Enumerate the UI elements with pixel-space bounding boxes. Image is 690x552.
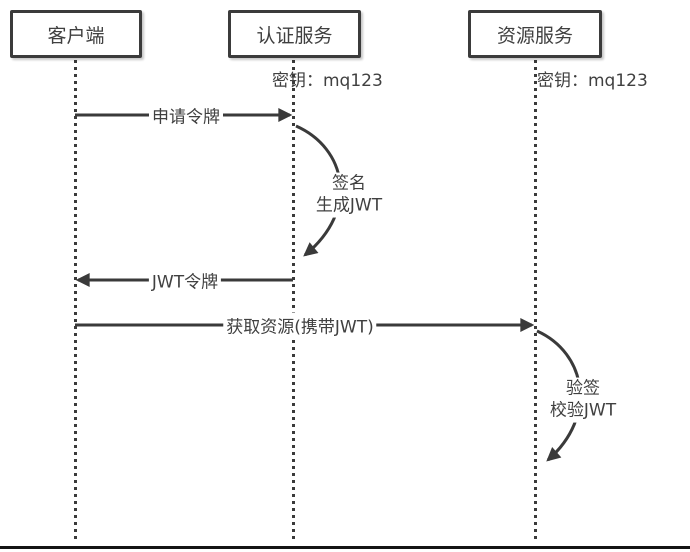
actor-box-auth-service: 认证服务: [228, 10, 361, 58]
message-label-jwt-token: JWT令牌: [148, 267, 222, 293]
self-action-label-verify-check-jwt: 验签 校验JWT: [547, 377, 619, 423]
lifeline-resource-service: [534, 60, 537, 542]
message-label-get-resource: 获取资源(携带JWT): [223, 312, 377, 338]
self-action-verify-line2: 校验JWT: [549, 401, 617, 421]
actor-box-client: 客户端: [10, 10, 142, 58]
lifeline-auth-service: [292, 60, 295, 542]
self-action-sign-line2: 生成JWT: [315, 196, 383, 216]
secret-key-label-resource-service: 密钥：mq123: [537, 71, 648, 91]
bottom-divider: [0, 546, 690, 549]
message-label-request-token: 申请令牌: [149, 102, 223, 128]
lifeline-client: [74, 60, 77, 542]
self-action-verify-line1: 验签: [566, 378, 600, 399]
actor-label-auth-service: 认证服务: [256, 24, 333, 47]
self-action-label-sign-generate-jwt: 签名 生成JWT: [313, 172, 385, 218]
actor-box-resource-service: 资源服务: [468, 10, 602, 58]
self-action-sign-line1: 签名: [332, 173, 366, 194]
actor-label-resource-service: 资源服务: [496, 24, 573, 47]
secret-key-label-auth-service: 密钥：mq123: [272, 71, 383, 91]
actor-label-client: 客户端: [47, 24, 105, 47]
